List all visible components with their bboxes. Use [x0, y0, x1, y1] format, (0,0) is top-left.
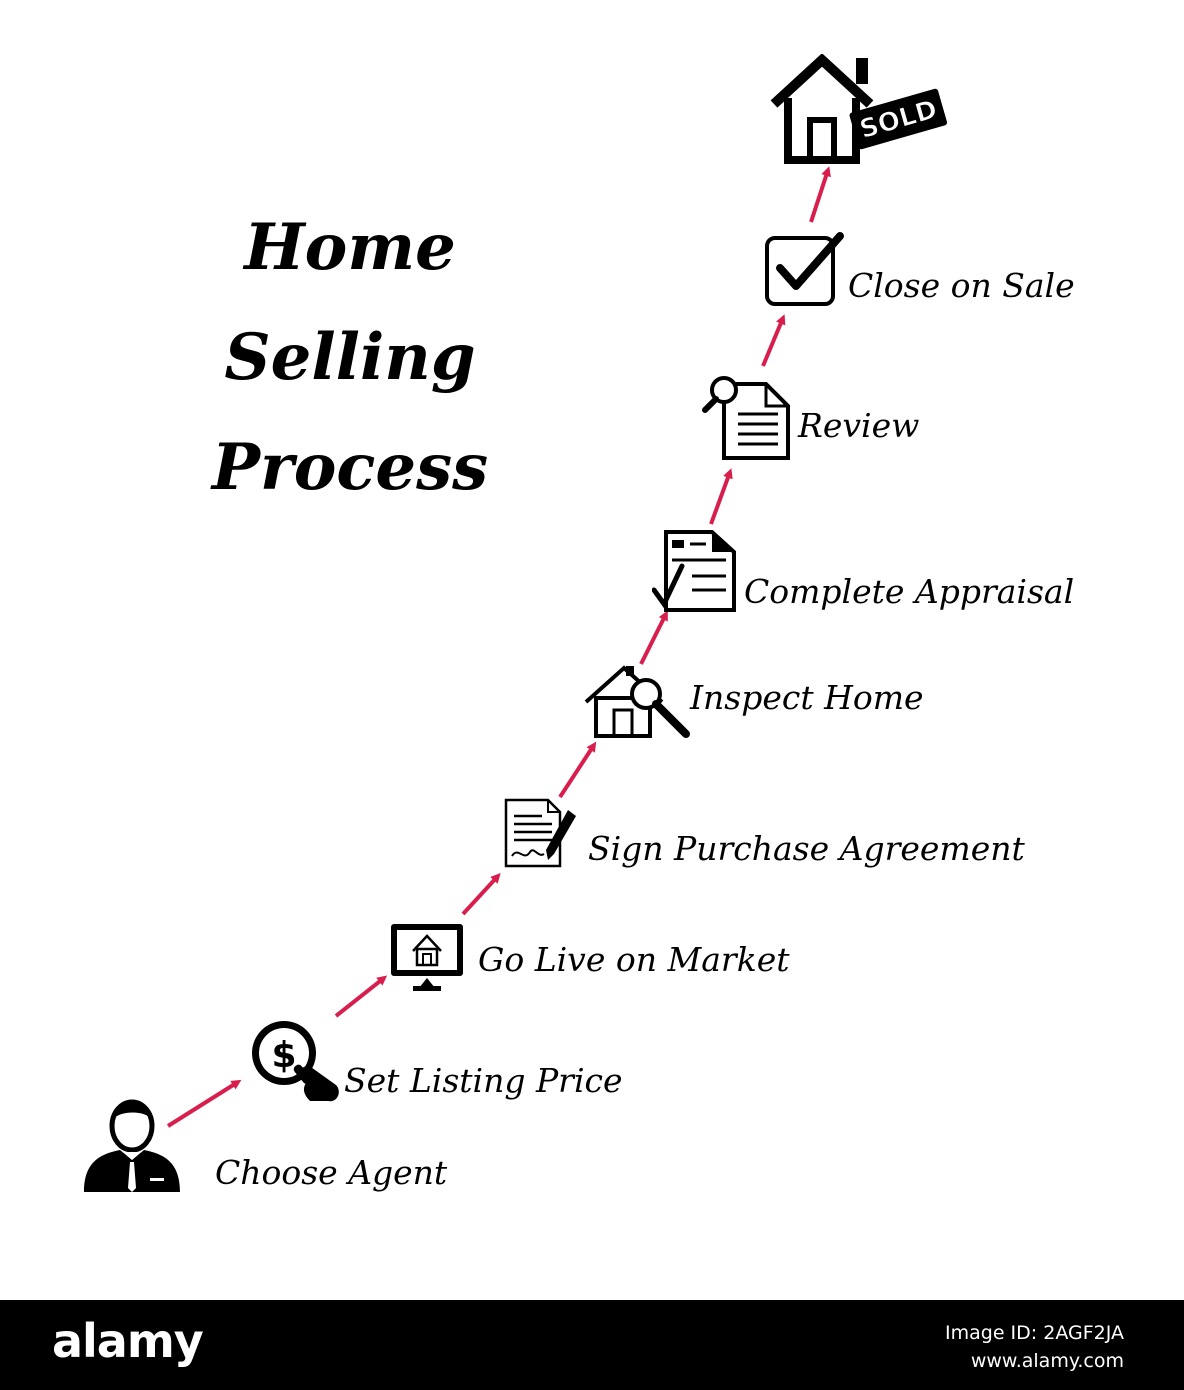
contract-pen-icon	[504, 798, 576, 868]
footer-url: www.alamy.com	[970, 1350, 1124, 1372]
svg-text:$: $	[271, 1035, 296, 1076]
step-label-set-listing-price: Set Listing Price	[344, 1061, 623, 1100]
arrow-6	[709, 468, 733, 525]
house-magnifier-icon	[584, 665, 690, 738]
footer-banner: alamy Image ID: 2AGF2JA www.alamy.com	[0, 1300, 1184, 1390]
footer-logo: alamy	[52, 1314, 204, 1368]
arrow-7	[761, 314, 786, 367]
document-magnifier-icon	[702, 376, 790, 460]
step-label-close-on-sale: Close on Sale	[848, 266, 1075, 305]
arrow-8	[809, 166, 831, 223]
arrow-path	[166, 166, 831, 1128]
arrow-4	[558, 741, 597, 799]
arrow-1	[166, 1079, 242, 1128]
businessman-icon	[84, 1099, 180, 1192]
step-label-inspect-home: Inspect Home	[690, 678, 924, 717]
step-label-choose-agent: Choose Agent	[215, 1153, 448, 1192]
checked-document-icon	[652, 530, 736, 612]
step-label-sign-purchase-agreement: Sign Purchase Agreement	[588, 829, 1025, 868]
monitor-home-icon	[391, 924, 463, 991]
arrow-3	[461, 873, 501, 916]
title-line-1: Home	[244, 210, 456, 285]
step-label-review: Review	[798, 406, 920, 445]
step-label-go-live-on-market: Go Live on Market	[478, 940, 790, 979]
checkbox-icon	[765, 232, 844, 306]
sold-house-icon: SOLD	[770, 54, 948, 164]
footer-image-id: Image ID: 2AGF2JA	[945, 1322, 1124, 1344]
dollar-hand-icon: $	[252, 1021, 339, 1102]
arrow-2	[334, 975, 388, 1018]
step-label-complete-appraisal: Complete Appraisal	[744, 572, 1075, 611]
arrow-5	[639, 610, 668, 665]
title-line-3: Process	[211, 430, 489, 505]
diagram-canvas: Home Selling Process Choose Agent	[84, 54, 1075, 1192]
title-line-2: Selling	[224, 320, 476, 395]
